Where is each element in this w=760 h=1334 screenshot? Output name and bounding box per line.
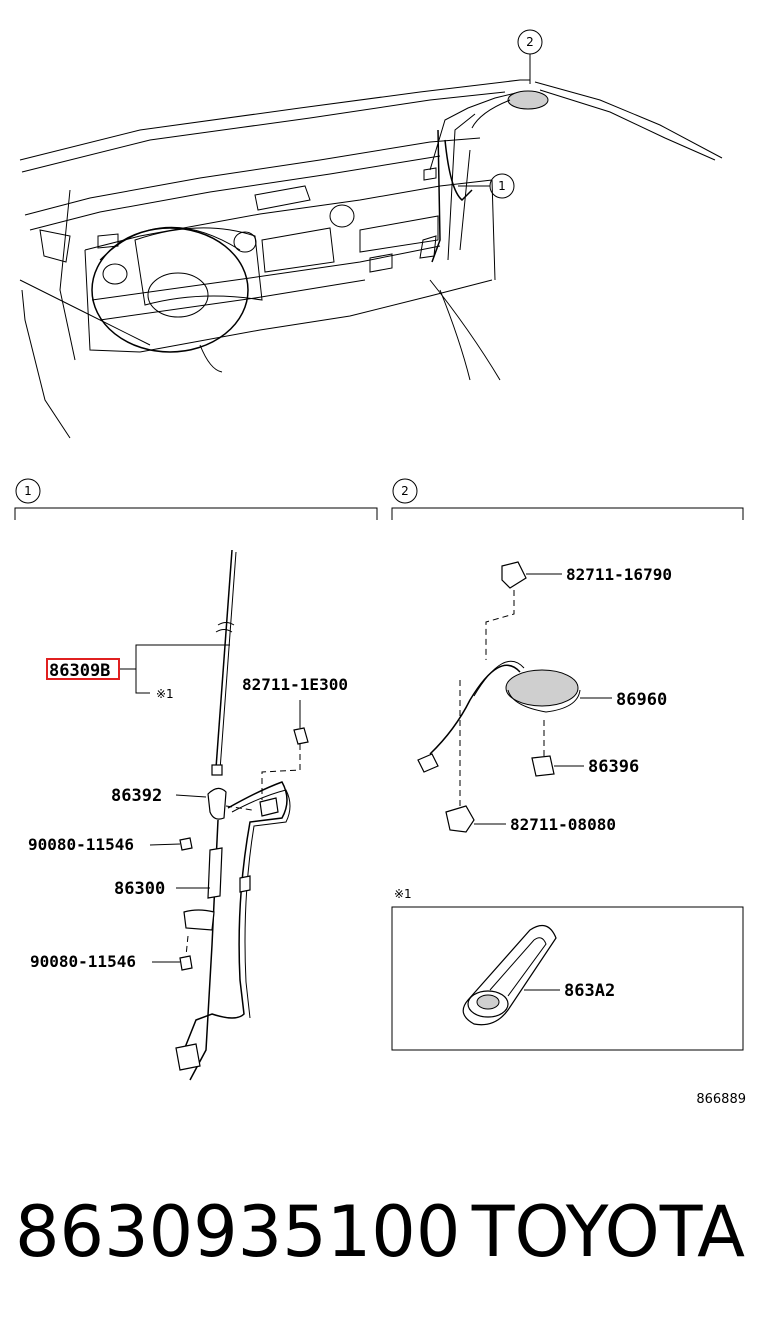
footer-brand: TOYOTA	[471, 1191, 745, 1273]
section-1-header: 1	[14, 478, 378, 520]
label-863a2: 863A2	[564, 981, 615, 1001]
label-82711-08080: 82711-08080	[510, 815, 616, 834]
overview-callout-2: 2	[517, 29, 543, 84]
section-1-marker: 1	[24, 484, 32, 498]
section-1-drawing	[120, 549, 309, 1081]
highlight-box	[46, 658, 120, 680]
label-90080-11546-upper: 90080-11546	[28, 835, 134, 854]
section-2-marker: 2	[401, 484, 409, 498]
section-2-drawing	[417, 561, 612, 833]
label-82711-1e300: 82711-1E300	[242, 675, 348, 694]
section-1-labels: 86309B ※1 82711-1E300 86392 90080-11546 …	[28, 661, 348, 971]
diagram-code: 866889	[696, 1092, 746, 1107]
note-box-title: ※1	[394, 887, 412, 901]
label-86300: 86300	[114, 879, 165, 899]
overview-callout-2-label: 2	[526, 35, 534, 49]
overview-callout-1: 1	[458, 173, 515, 199]
label-86309b: 86309B	[49, 661, 110, 681]
label-86396: 86396	[588, 757, 639, 777]
antenna-rod-86309b	[215, 549, 233, 769]
label-82711-16790: 82711-16790	[566, 565, 672, 584]
section-2-labels: 82711-16790 86960 86396 82711-08080	[510, 565, 672, 834]
note-box: ※1 863A2	[391, 887, 744, 1051]
label-90080-11546-lower: 90080-11546	[30, 952, 136, 971]
label-note-ref: ※1	[156, 687, 174, 701]
label-86392: 86392	[111, 786, 162, 806]
label-86960: 86960	[616, 690, 667, 710]
dashboard-overview-drawing	[19, 79, 723, 439]
section-2-header: 2	[391, 478, 744, 520]
overview-callout-1-label: 1	[498, 179, 506, 193]
footer-part-number: 8630935100	[15, 1191, 460, 1273]
